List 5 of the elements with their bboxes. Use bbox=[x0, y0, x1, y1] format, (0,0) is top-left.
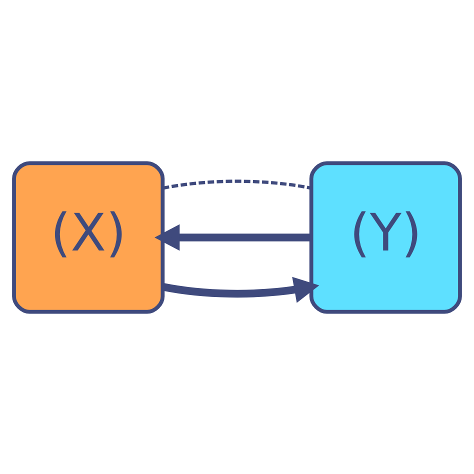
node-box: (Y) bbox=[309, 160, 462, 314]
arrow bbox=[154, 224, 311, 250]
connector bbox=[162, 179, 312, 190]
node-box: (X) bbox=[12, 160, 165, 314]
arrow bbox=[162, 276, 320, 302]
